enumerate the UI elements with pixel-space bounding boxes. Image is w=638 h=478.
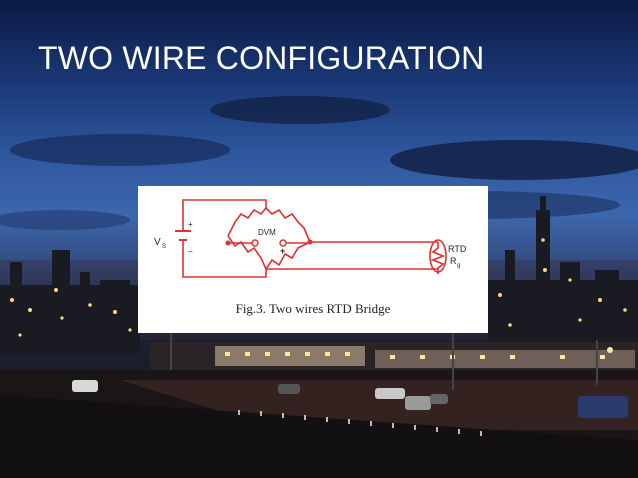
figure-caption: Fig.3. Two wires RTD Bridge bbox=[235, 301, 391, 316]
battery-minus-label: – bbox=[188, 247, 193, 256]
resistor-upper-left bbox=[227, 207, 267, 237]
meter-terminal-left bbox=[251, 239, 259, 247]
slide-title: TWO WIRE CONFIGURATION bbox=[38, 40, 485, 76]
circuit-diagram: + – V S DVM + RTD R g bbox=[154, 199, 467, 278]
source-subscript: S bbox=[162, 244, 166, 250]
top-wire bbox=[182, 199, 267, 223]
refinery-left bbox=[0, 250, 140, 355]
bottom-wire bbox=[182, 249, 267, 278]
resistance-label: R bbox=[450, 256, 457, 266]
source-label: V bbox=[154, 237, 161, 248]
rtd-lead-lower bbox=[266, 268, 439, 274]
meter-plus-label: + bbox=[280, 246, 285, 256]
resistance-subscript: g bbox=[457, 263, 460, 269]
parked-cars bbox=[72, 380, 628, 418]
rtd-element bbox=[430, 242, 446, 269]
battery-plus-label: + bbox=[188, 220, 193, 229]
cloud bbox=[390, 140, 638, 180]
cloud bbox=[10, 134, 230, 166]
dvm-label: DVM bbox=[258, 228, 276, 237]
cloud bbox=[0, 210, 130, 230]
rtd-label: RTD bbox=[448, 244, 467, 254]
rtd-bridge-figure: + – V S DVM + RTD R g Fig.3. Two wires R… bbox=[138, 186, 488, 333]
resistor-lower-right bbox=[265, 241, 311, 270]
resistor-upper-right bbox=[265, 207, 311, 243]
resistor-lower-left bbox=[227, 235, 267, 270]
meter-terminal-right bbox=[279, 239, 287, 247]
cloud bbox=[210, 96, 390, 124]
rtd-enclosure bbox=[429, 239, 447, 273]
